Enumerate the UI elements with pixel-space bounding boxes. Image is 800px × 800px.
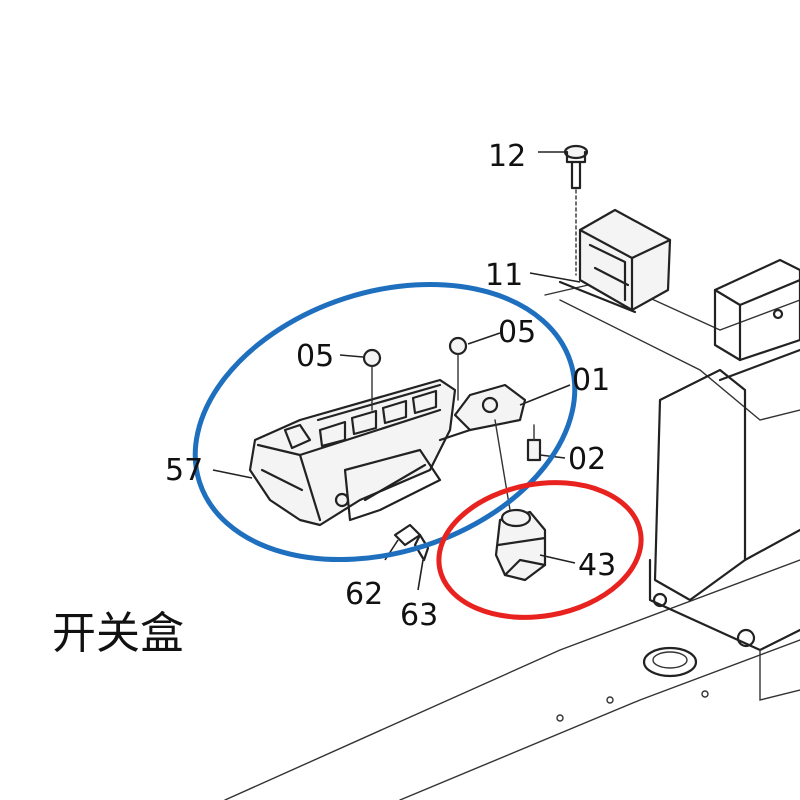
callout-57: 57 bbox=[165, 453, 203, 488]
callout-11: 11 bbox=[485, 258, 523, 293]
part-11-relay bbox=[558, 208, 672, 314]
chassis-frame bbox=[224, 258, 800, 800]
callout-62: 62 bbox=[345, 577, 383, 612]
callout-05-left: 05 bbox=[296, 339, 334, 374]
part-57-switch-box bbox=[248, 378, 457, 527]
callout-02: 02 bbox=[568, 442, 606, 477]
part-12-bolt bbox=[563, 144, 589, 276]
callout-01: 01 bbox=[572, 363, 610, 398]
part-01-bracket bbox=[438, 383, 527, 442]
switch-box-caption: 开关盒 bbox=[52, 608, 184, 659]
callout-12: 12 bbox=[488, 139, 526, 174]
blue-highlight-ellipse bbox=[192, 281, 578, 563]
part-43-knob bbox=[494, 419, 547, 582]
callout-43: 43 bbox=[578, 548, 616, 583]
callout-63: 63 bbox=[400, 598, 438, 633]
part-02-nut bbox=[526, 424, 542, 462]
red-highlight-ellipse bbox=[436, 480, 644, 620]
part-62-63-clips bbox=[393, 523, 430, 562]
callout-05-right: 05 bbox=[498, 315, 536, 350]
part-05-screws bbox=[362, 336, 468, 411]
